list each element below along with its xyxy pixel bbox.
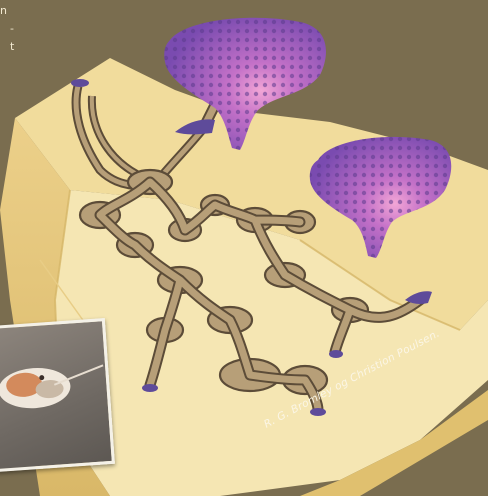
opening-5 (329, 350, 343, 358)
shrimp-photo-icon (0, 321, 112, 468)
opening-4 (142, 384, 158, 392)
inset-photo (0, 318, 115, 472)
opening-1 (71, 79, 89, 87)
opening-6 (310, 408, 326, 416)
